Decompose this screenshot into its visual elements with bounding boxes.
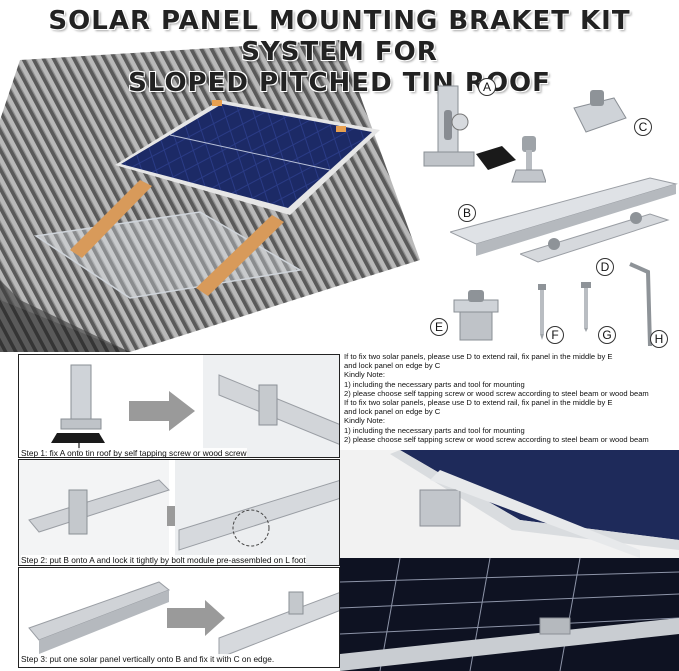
step-3-illustration [28, 581, 339, 659]
photo-panel-rail [340, 558, 679, 671]
roof-svg [0, 40, 430, 352]
part-b-rail [450, 177, 678, 256]
step-1-panel: Step 1: fix A onto tin roof by self tapp… [18, 354, 340, 458]
part-a-l-foot [423, 85, 475, 167]
instruction-notes: If to fix two solar panels, please use D… [344, 352, 679, 444]
note-line: If to fix two solar panels, please use D… [344, 352, 613, 361]
part-label-h: H [650, 330, 668, 348]
part-e-mid-clamp [453, 290, 499, 341]
title-line-1: SOLAR PANEL MOUNTING BRAKET KIT SYSTEM F… [48, 6, 631, 67]
part-label-d: D [596, 258, 614, 276]
note-line: 2) please choose self tapping screw or w… [344, 388, 649, 398]
note-line: 1) including the necessary parts and too… [344, 379, 525, 389]
roof-illustration [0, 0, 430, 352]
part-label-f: F [546, 326, 564, 344]
page-title: SOLAR PANEL MOUNTING BRAKET KIT SYSTEM F… [0, 6, 679, 99]
part-f-screw [538, 284, 546, 340]
part-label-g: G [598, 326, 616, 344]
step-2-panel: Step 2: put B onto A and lock it tightly… [18, 459, 340, 566]
part-g-screw [581, 282, 591, 332]
part-label-b: B [458, 204, 476, 222]
part-label-a: A [478, 78, 496, 96]
step-3-panel: Step 3: put one solar panel vertically o… [18, 567, 340, 668]
note-line: and lock panel on edge by C [344, 407, 441, 417]
step-1-caption: Step 1: fix A onto tin roof by self tapp… [21, 448, 247, 458]
note-line: and lock panel on edge by C [344, 361, 441, 371]
note-line: Kindly Note: [344, 416, 385, 426]
photo-panel-clamp-svg [340, 450, 679, 558]
step-2-illustration [19, 460, 339, 565]
part-label-c: C [634, 118, 652, 136]
note-line: 1) including the necessary parts and too… [344, 425, 525, 435]
part-c-end-clamp [573, 90, 627, 133]
step-2-caption: Step 2: put B onto A and lock it tightly… [21, 555, 306, 565]
note-line: 2) please choose self tapping screw or w… [344, 434, 649, 444]
part-d-connector [520, 212, 670, 263]
step-3-caption: Step 3: put one solar panel vertically o… [21, 654, 275, 664]
part-h-allen-key [629, 262, 652, 347]
note-line: If to fix two solar panels, please use D… [344, 398, 613, 408]
note-line: Kindly Note: [344, 370, 385, 380]
photo-panel-clamp [340, 450, 679, 558]
part-pad-and-bolt [476, 136, 546, 183]
step-1-illustration [51, 355, 339, 457]
part-label-e: E [430, 318, 448, 336]
photo-panel-rail-svg [340, 558, 679, 671]
